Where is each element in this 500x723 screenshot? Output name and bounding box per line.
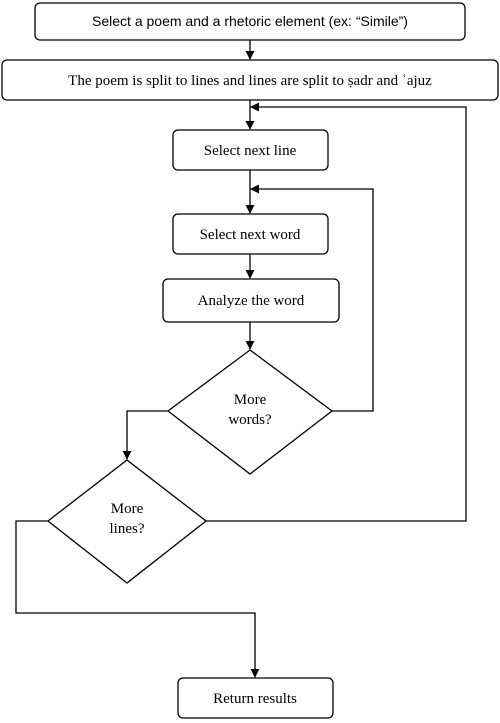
more-words-decision	[166, 349, 334, 475]
loop-more-words	[250, 184, 374, 412]
loop-more-lines	[206, 102, 467, 522]
more-words-label-line1: More	[234, 392, 267, 408]
analyze-word-label: Analyze the word	[198, 293, 305, 309]
more-lines-label-line2: lines?	[110, 521, 145, 537]
return-results-box	[177, 677, 334, 719]
analyze-word-box	[162, 278, 340, 323]
more-words-label-line2: words?	[228, 412, 272, 428]
more-lines-label-line1: More	[111, 501, 144, 517]
return-results-label: Return results	[213, 691, 297, 707]
select-line-label: Select next line	[204, 143, 297, 159]
arrow-lines-to-return	[15, 520, 260, 678]
select-word-label: Select next word	[200, 227, 301, 243]
split-poem-label: The poem is split to lines and lines are…	[68, 73, 432, 89]
more-lines-decision	[46, 459, 208, 584]
select-poem-label: Select a poem and a rhetoric element (ex…	[92, 13, 408, 29]
arrow-words-to-lines-decision	[122, 410, 168, 460]
